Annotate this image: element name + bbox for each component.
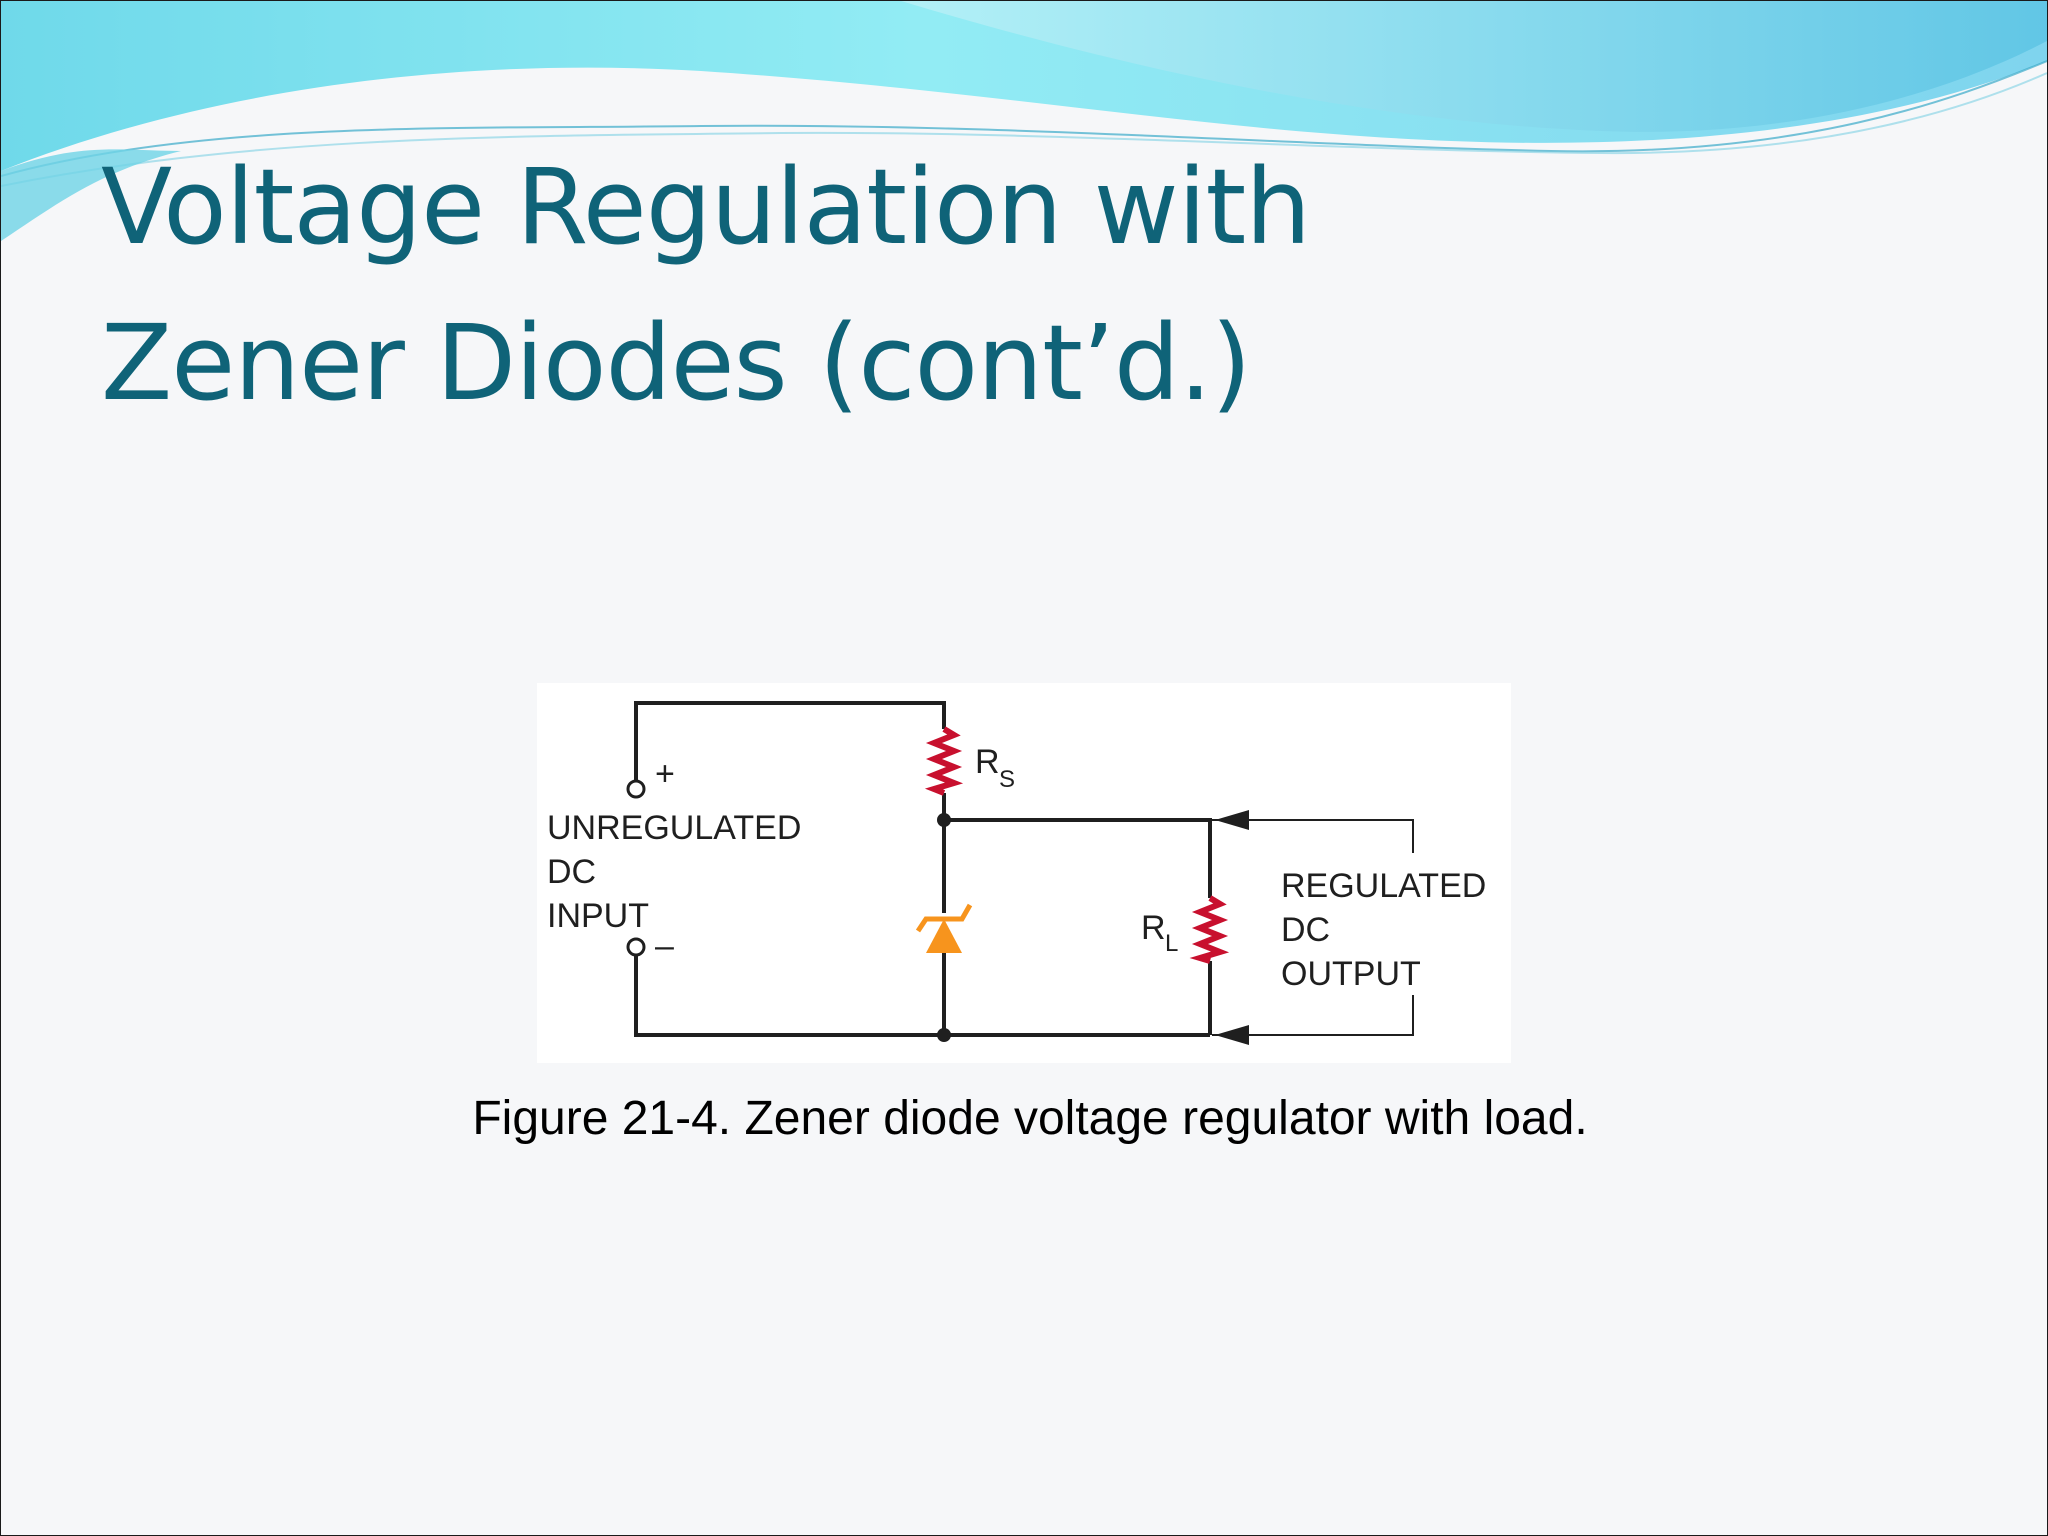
wire-top [634, 701, 946, 781]
input-terminal-minus [626, 937, 646, 957]
input-label-line1: UNREGULATED [547, 809, 801, 847]
slide-title: Voltage Regulation with Zener Diodes (co… [101, 129, 1601, 441]
zener-regulator-circuit: + – UNREGULATED DC INPUT R S R L REGULAT… [547, 701, 1486, 1045]
input-terminal-plus [626, 779, 646, 799]
input-plus-label: + [655, 755, 675, 793]
circuit-figure: + – UNREGULATED DC INPUT R S R L REGULAT… [537, 683, 1511, 1063]
rs-label: R [975, 743, 1000, 781]
figure-caption: Figure 21-4. Zener diode voltage regulat… [472, 1092, 1588, 1145]
output-label-line2: DC [1281, 911, 1330, 949]
title-line-1: Voltage Regulation with [101, 146, 1311, 268]
rl-label: R [1141, 909, 1166, 947]
output-bracket-top [1212, 819, 1414, 853]
output-arrow-bottom [1215, 1025, 1249, 1045]
junction-node-top [937, 813, 951, 827]
title-line-2: Zener Diodes (cont’d.) [101, 302, 1252, 424]
junction-node-bottom [937, 1028, 951, 1042]
rl-subscript: L [1165, 930, 1178, 957]
input-minus-label: – [655, 927, 674, 965]
input-label-line3: INPUT [547, 897, 649, 935]
rl-resistor [1189, 895, 1230, 964]
output-label-line1: REGULATED [1281, 867, 1486, 905]
output-arrow-top [1215, 810, 1249, 830]
wire-bottom [634, 953, 1210, 1037]
rs-subscript: S [999, 766, 1015, 793]
output-label-line3: OUTPUT [1281, 955, 1421, 993]
output-bracket-bottom [1212, 995, 1414, 1036]
rs-resistor [924, 726, 964, 796]
input-label-line2: DC [547, 853, 596, 891]
wire-node-to-rl [944, 818, 1212, 898]
zener-diode [915, 903, 973, 953]
header-wave-decoration [1, 1, 2047, 241]
